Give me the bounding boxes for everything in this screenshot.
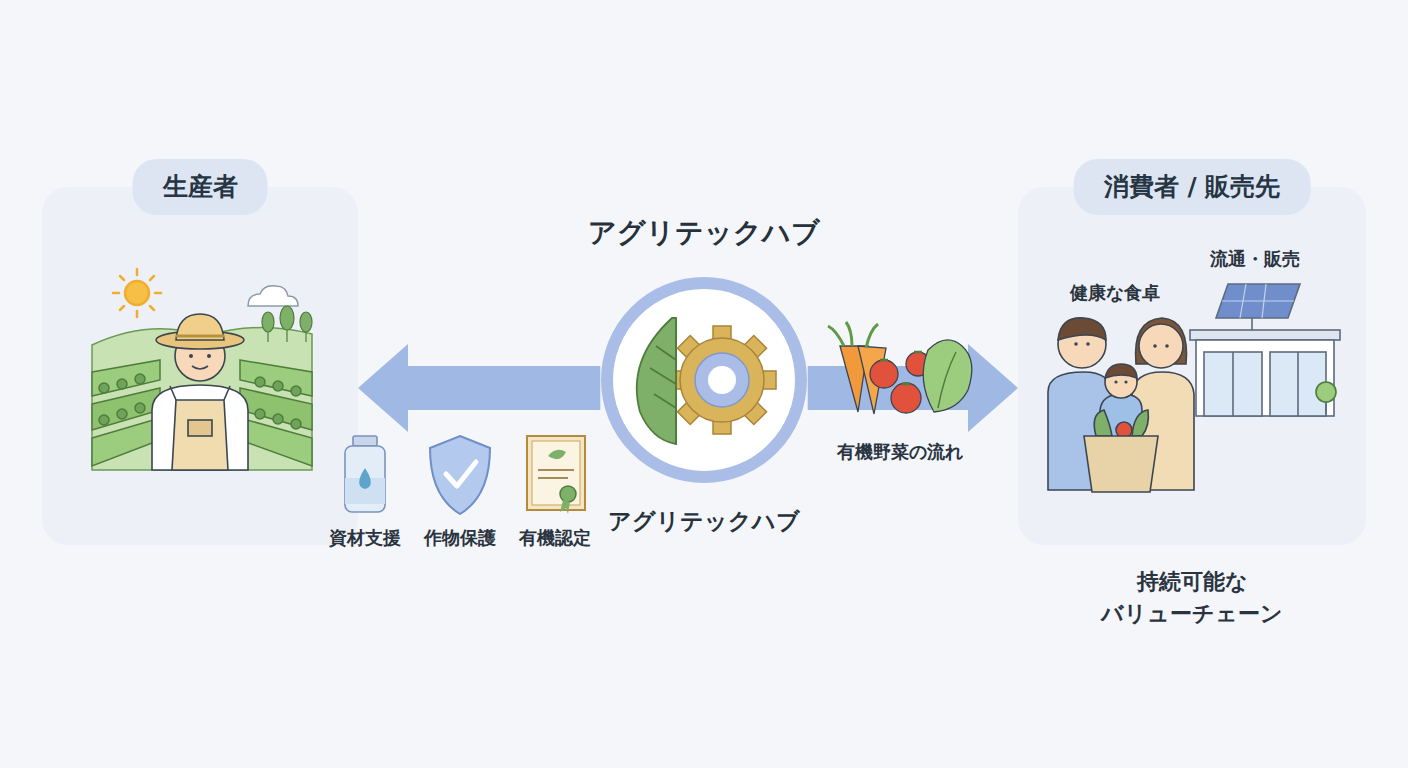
certificate-icon <box>527 436 585 514</box>
hub-caption: アグリテックハブ <box>608 506 800 537</box>
producer-panel: 生産者 <box>42 187 358 545</box>
crop-rows <box>92 360 312 466</box>
sun-icon <box>113 269 161 317</box>
cloud-icon <box>248 286 298 306</box>
store-illustration <box>1190 284 1340 416</box>
panel-heading: 消費者 / 販売先 <box>1074 159 1311 215</box>
vegetables-icon <box>828 322 972 414</box>
panel-heading: 生産者 <box>133 159 268 215</box>
family-illustration <box>1048 318 1194 492</box>
flow-arrow <box>808 344 1018 432</box>
flow-arrow <box>358 344 600 432</box>
farmer-figure <box>152 314 248 470</box>
consumer-panel: 消費者 / 販売先 <box>1018 187 1366 545</box>
farm-illustration <box>92 269 312 470</box>
hub-icon <box>637 318 776 444</box>
flow-label: 有機野菜の流れ <box>837 440 963 464</box>
leaf-icon <box>637 318 676 444</box>
hub-heading: アグリテックハブ <box>588 214 820 252</box>
gear-icon <box>668 326 776 434</box>
shield-icon <box>430 436 490 514</box>
hub-circle: アグリテックハブアグリテックハブ <box>600 276 808 484</box>
tree-icons <box>262 306 312 342</box>
support-label: 作物保護 <box>424 525 496 551</box>
hill <box>92 327 312 470</box>
value-chain-note: 持続可能な バリューチェーン <box>1092 566 1292 630</box>
bottle-icon <box>345 436 385 512</box>
hub-ring-outline <box>607 283 801 477</box>
support-label: 有機認定 <box>519 525 591 551</box>
hub-ring <box>600 276 808 484</box>
